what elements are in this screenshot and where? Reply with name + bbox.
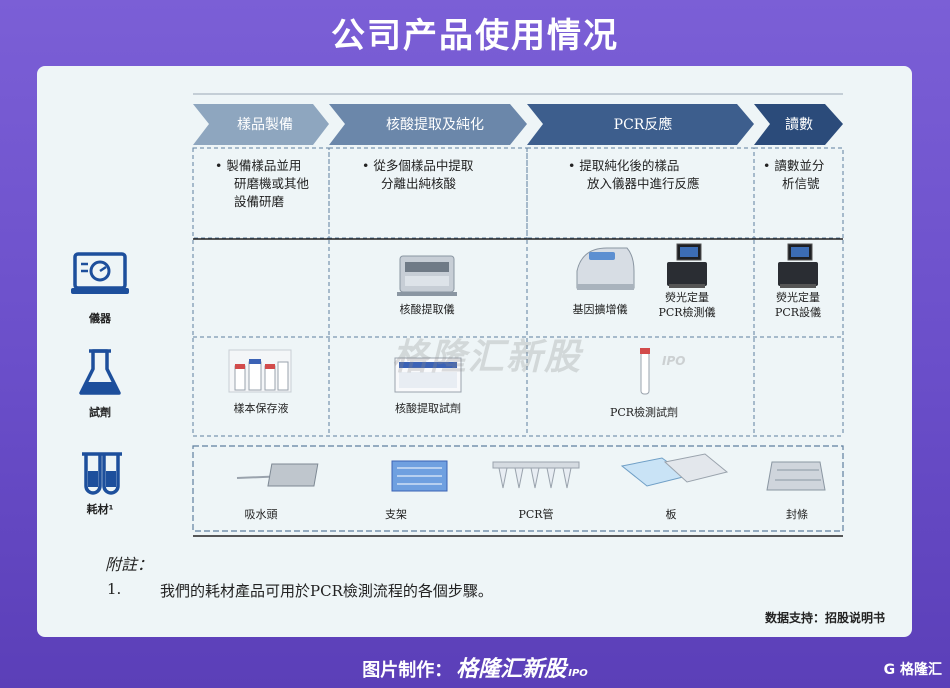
plate-image — [620, 453, 729, 487]
label-extraction-reagent: 核酸提取試劑 — [395, 401, 461, 415]
flask-icon — [79, 349, 121, 395]
footer-prefix: 图片制作： — [362, 660, 453, 681]
step-1-bullet-line-1: • 製備樣品並用 — [215, 158, 301, 173]
content-card: 樣品製備 核酸提取及純化 PCR反應 讀數 • 製備樣品並用 研磨機或其他 設備… — [37, 66, 912, 637]
note-label: 附註： — [105, 555, 154, 574]
qpcr-instrument-1-image — [667, 243, 707, 288]
corner-logo: G 格隆汇 — [883, 662, 942, 678]
step-2-bullet-line-2: 分離出純核酸 — [381, 176, 457, 191]
qpcr-instrument-2-image — [778, 243, 818, 288]
step-label-2: 核酸提取及純化 — [386, 117, 484, 133]
arrow-step-4 — [754, 104, 843, 145]
description-frames — [192, 147, 844, 239]
note-number: 1. — [107, 580, 122, 598]
monitor-icon — [71, 252, 129, 294]
step-label-4: 讀數 — [785, 117, 813, 133]
seal-image — [766, 461, 826, 491]
step-4-bullet-line-1: • 讀數並分 — [763, 158, 824, 173]
label-consumable-5: 封條 — [786, 507, 808, 521]
sample-preservation-image — [228, 349, 292, 393]
category-label-instruments: 儀器 — [88, 311, 112, 325]
footer-brand: 格隆汇新股 — [456, 657, 567, 682]
watermark: 格隆汇新股 — [392, 337, 583, 378]
step-1-bullet-line-3: 設備研磨 — [234, 194, 285, 209]
rack-image — [267, 460, 448, 492]
label-consumable-1: 吸水頭 — [245, 508, 278, 521]
pcr-tube-image — [492, 461, 580, 489]
consumables-frame — [192, 445, 844, 532]
note-text: 我們的耗材產品可用於PCR檢測流程的各個步驟。 — [160, 582, 493, 600]
step-arrows — [193, 104, 843, 145]
step-3-bullet-line-1: • 提取純化後的樣品 — [568, 158, 679, 173]
arrow-step-1 — [193, 104, 329, 145]
label-qpcr-1-line-1: 熒光定量 — [665, 290, 709, 304]
step-3-bullet-line-2: 放入儀器中進行反應 — [587, 176, 700, 191]
product-grid — [192, 240, 844, 437]
step-label-3: PCR反應 — [614, 116, 673, 133]
label-consumable-3: PCR管 — [518, 507, 553, 521]
step-2-bullet-line-1: • 從多個樣品中提取 — [362, 158, 474, 173]
pcr-reagent-image — [640, 348, 650, 395]
label-qpcr-2-line-2: PCR設儀 — [775, 305, 821, 319]
label-consumable-2: 支架 — [385, 508, 407, 521]
label-thermal-cycler: 基因擴增儀 — [573, 302, 628, 316]
watermark-suffix: IPO — [662, 354, 686, 368]
workflow-diagram: 樣品製備 核酸提取及純化 PCR反應 讀數 • 製備樣品並用 研磨機或其他 設備… — [71, 93, 844, 537]
label-qpcr-2-line-1: 熒光定量 — [776, 290, 820, 304]
extraction-reagent-image — [394, 357, 462, 393]
page-title: 公司产品使用情况 — [331, 16, 619, 56]
label-qpcr-1-line-2: PCR檢測儀 — [658, 305, 715, 319]
nucleic-extractor-image — [397, 255, 457, 296]
label-nucleic-extractor: 核酸提取儀 — [400, 302, 455, 316]
test-tubes-icon — [82, 452, 122, 495]
arrow-step-3 — [527, 104, 754, 145]
step-label-1: 樣品製備 — [237, 116, 293, 133]
thermal-cycler-image — [576, 247, 635, 290]
category-label-consumables: 耗材¹ — [87, 502, 114, 516]
category-label-reagents: 試劑 — [89, 405, 111, 419]
step-4-bullet-line-2: 析信號 — [782, 176, 820, 191]
data-source: 数据支持：招股说明书 — [764, 611, 885, 625]
label-sample-preservation: 樣本保存液 — [234, 401, 289, 415]
label-consumable-4: 板 — [666, 507, 677, 521]
label-pcr-reagent: PCR檢測試劑 — [610, 405, 678, 419]
arrow-step-2 — [329, 104, 527, 145]
footer-suffix: IPO — [568, 668, 588, 679]
step-1-bullet-line-2: 研磨機或其他 — [234, 176, 310, 191]
